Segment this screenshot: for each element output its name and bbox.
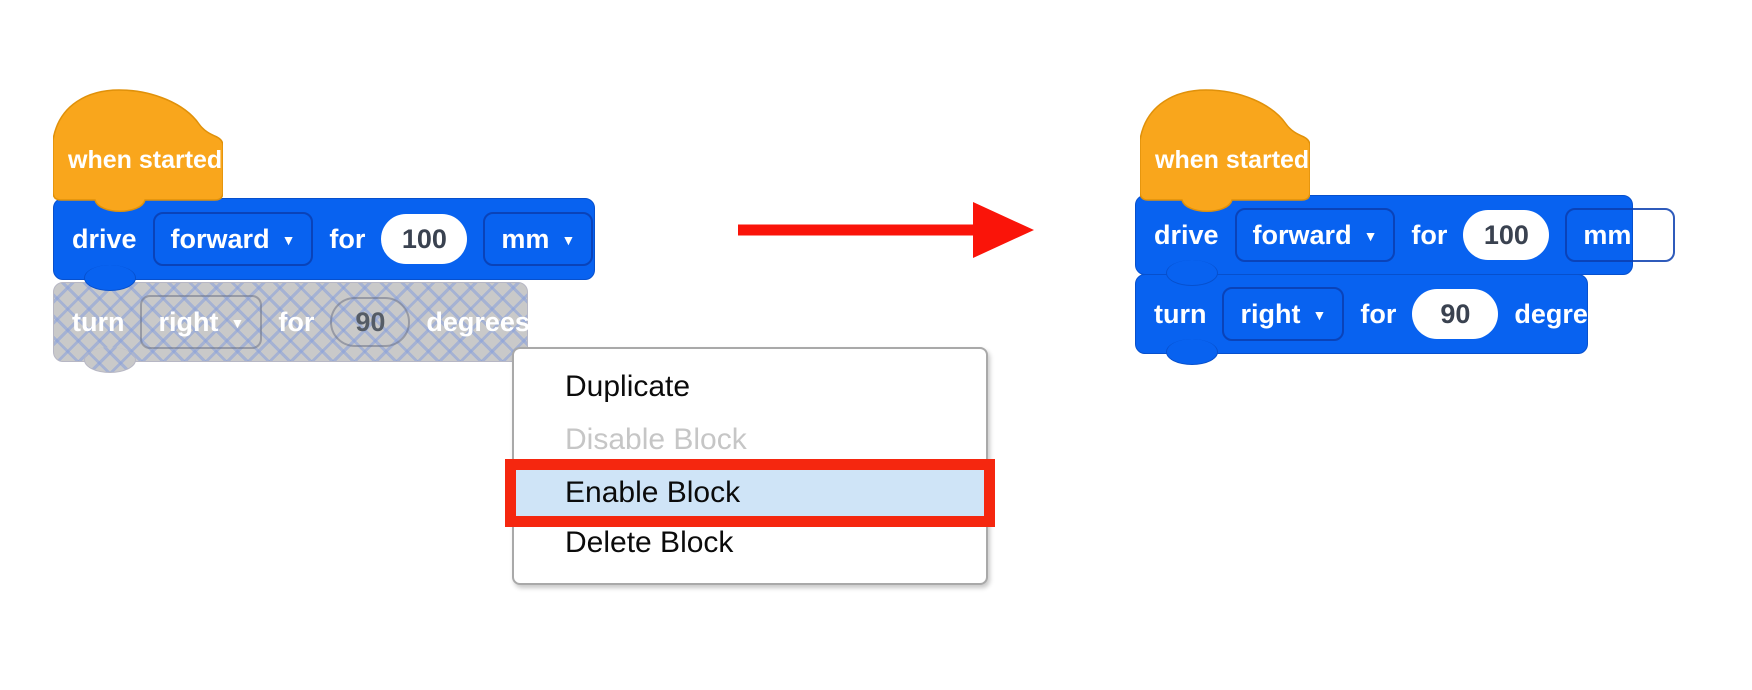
- drive-distance-input[interactable]: 100: [381, 214, 468, 264]
- when-started-hat-block[interactable]: when started: [1139, 88, 1311, 219]
- chevron-down-icon: ▼: [1312, 307, 1327, 323]
- turn-verb-label: turn: [72, 306, 125, 337]
- for-label: for: [278, 306, 315, 337]
- turn-direction-dropdown[interactable]: right ▼: [1222, 287, 1345, 341]
- drive-direction-value: forward: [1252, 219, 1352, 250]
- degrees-label: degrees: [1514, 298, 1618, 329]
- menu-item-delete-block[interactable]: Delete Block: [565, 526, 734, 559]
- drive-verb-label: drive: [72, 223, 137, 254]
- menu-item-duplicate[interactable]: Duplicate: [565, 370, 691, 403]
- drive-distance-value: 100: [401, 223, 447, 254]
- menu-item-disable-block: Disable Block: [565, 423, 747, 456]
- block-connector-bump: [1166, 260, 1218, 286]
- chevron-down-icon: ▼: [561, 232, 576, 248]
- drive-distance-input[interactable]: 100: [1463, 210, 1550, 260]
- drive-distance-value: 100: [1483, 219, 1529, 250]
- turn-direction-dropdown[interactable]: right ▼: [140, 295, 263, 349]
- hat-label: when started: [1155, 146, 1310, 174]
- block-connector-bump: [1166, 339, 1218, 365]
- menu-item-enable-block[interactable]: Enable Block: [514, 469, 986, 516]
- red-arrow-icon: [738, 202, 1034, 258]
- drive-unit-value: mm: [501, 223, 550, 254]
- drive-block[interactable]: drive forward ▼ for 100 mm ▼: [53, 198, 595, 291]
- chevron-down-icon: ▼: [230, 315, 245, 331]
- hat-shape: [1139, 89, 1311, 212]
- turn-angle-input[interactable]: 90: [1412, 289, 1499, 339]
- turn-block-disabled[interactable]: turn right ▼ for 90 degrees: [53, 282, 530, 373]
- drive-unit-dropdown[interactable]: mm ▼: [483, 212, 594, 266]
- block-connector-bump: [84, 347, 136, 373]
- chevron-down-icon: ▼: [1363, 228, 1378, 244]
- degrees-label: degrees: [426, 306, 530, 337]
- block-connector-bump: [84, 265, 136, 291]
- context-menu: Duplicate Disable Block Enable Block Del…: [512, 347, 988, 585]
- drive-direction-value: forward: [170, 223, 270, 254]
- turn-direction-value: right: [158, 306, 219, 337]
- drive-direction-dropdown[interactable]: forward ▼: [152, 212, 314, 266]
- turn-block-enabled[interactable]: turn right ▼ for 90 degrees: [1135, 274, 1618, 365]
- hat-label: when started: [68, 146, 223, 174]
- hat-shape: [52, 89, 224, 212]
- turn-angle-value: 90: [1440, 298, 1471, 329]
- for-label: for: [1360, 298, 1397, 329]
- chevron-down-icon: ▼: [1643, 228, 1658, 244]
- drive-unit-value: mm: [1583, 219, 1632, 250]
- turn-angle-input[interactable]: 90: [330, 297, 411, 347]
- for-label: for: [329, 223, 366, 254]
- drive-unit-dropdown[interactable]: mm ▼: [1565, 208, 1676, 262]
- when-started-hat-block[interactable]: when started: [52, 88, 224, 219]
- turn-direction-value: right: [1240, 298, 1301, 329]
- chevron-down-icon: ▼: [281, 232, 296, 248]
- drive-direction-dropdown[interactable]: forward ▼: [1234, 208, 1396, 262]
- for-label: for: [1411, 219, 1448, 250]
- turn-verb-label: turn: [1154, 298, 1207, 329]
- turn-angle-value: 90: [355, 306, 386, 337]
- drive-verb-label: drive: [1154, 219, 1219, 250]
